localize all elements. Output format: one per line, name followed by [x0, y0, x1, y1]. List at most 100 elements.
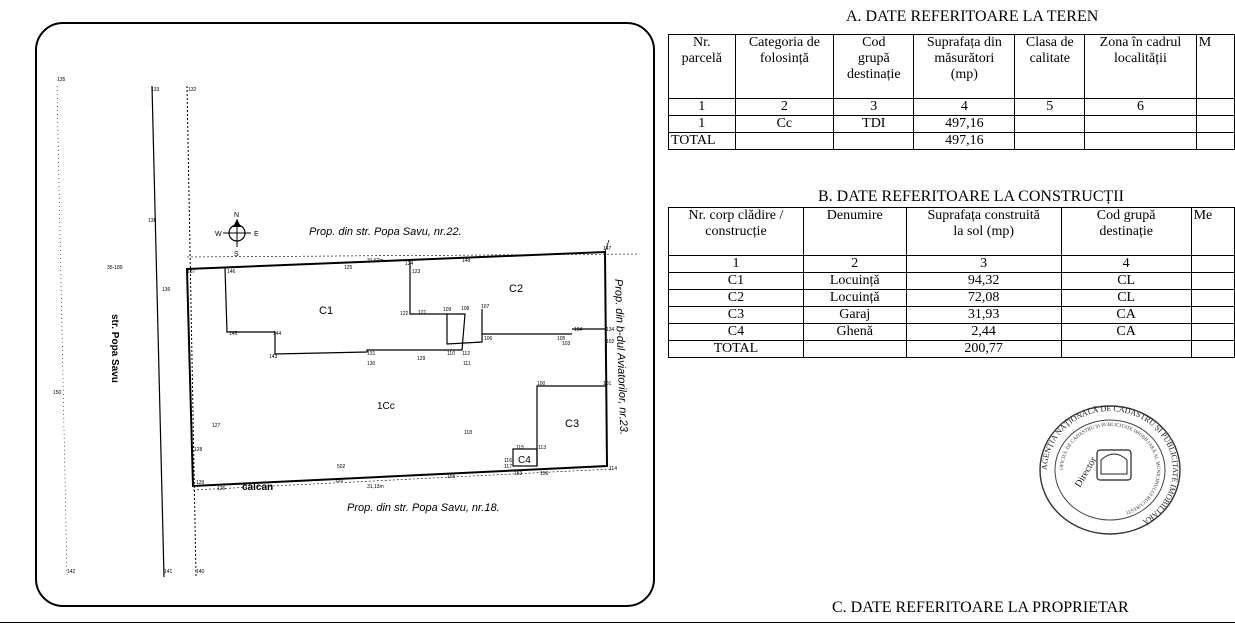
point-136: 136	[162, 287, 171, 293]
stamp-emblem-icon	[1096, 449, 1132, 481]
cell: TOTAL	[668, 132, 736, 150]
cell: C2	[668, 289, 804, 307]
th-nr-parcela: Nr. parcelă	[668, 34, 736, 99]
point-105: 105	[557, 336, 566, 342]
cell	[1190, 306, 1235, 324]
point-117: 117	[504, 464, 512, 470]
point-138: 138	[148, 218, 157, 224]
cell	[1195, 98, 1235, 116]
point-147: 147	[603, 246, 612, 252]
building-c1-outline	[224, 267, 466, 355]
cell: TOTAL	[668, 340, 804, 358]
point-502: 502	[337, 464, 346, 470]
point-123: 123	[412, 269, 421, 275]
th-m: M	[1195, 34, 1235, 99]
point-120: 120	[335, 478, 344, 484]
point-142: 142	[67, 569, 76, 575]
stamp-inner-text: OFICIUL DE CADASTRU ȘI PUBLICITATE IMOBI…	[1060, 423, 1160, 514]
cell: Ghenă	[802, 323, 907, 341]
compass-west: W	[215, 231, 222, 238]
table-row: C3 Garaj 31,93 CA	[668, 306, 1235, 324]
cell: 2	[734, 98, 835, 116]
table-constructii-total: TOTAL 200,77	[668, 340, 1235, 358]
cell	[734, 132, 835, 150]
point-109: 109	[443, 307, 452, 313]
table-constructii-index-row: 1 2 3 4	[668, 255, 1235, 273]
cell: CL	[1060, 289, 1192, 307]
point-102: 102	[606, 339, 615, 345]
cell: CA	[1060, 306, 1192, 324]
point-129: 129	[417, 356, 426, 362]
label-c4: C4	[518, 455, 531, 466]
point-153: 153	[514, 471, 523, 477]
label-c1: C1	[319, 305, 333, 317]
cell	[1014, 132, 1086, 150]
building-c4-outline	[512, 448, 538, 467]
section-c-title: C. DATE REFERITOARE LA PROPRIETAR	[832, 599, 1129, 616]
point-101: 101	[603, 381, 612, 387]
cell	[1014, 115, 1086, 133]
th-zona: Zona în cadrul localității	[1084, 34, 1197, 99]
building-c2-outline	[409, 259, 572, 345]
cell: Cc	[734, 115, 835, 133]
cell	[1060, 340, 1192, 358]
cell	[1195, 132, 1235, 150]
cell: 4	[913, 98, 1016, 116]
cell: 1	[668, 98, 736, 116]
cell	[833, 132, 915, 150]
cell: 497,16	[913, 115, 1016, 133]
label-neighbor-top: Prop. din str. Popa Savu, nr.22.	[309, 226, 462, 238]
plan-drawing: N S W E Prop. din str. Popa Savu, nr.22.…	[53, 77, 638, 578]
label-dim-top: 31,62m	[367, 258, 384, 264]
cell: C3	[668, 306, 804, 324]
th-clasa: Clasa de calitate	[1014, 34, 1086, 99]
cadastral-plan: N S W E Prop. din str. Popa Savu, nr.22.…	[35, 22, 655, 607]
point-116: 116	[504, 458, 512, 464]
cell: 31,93	[905, 306, 1062, 324]
cell: 4	[1060, 255, 1192, 273]
point-143: 143	[269, 354, 278, 360]
cell	[802, 340, 907, 358]
th-me: Me	[1190, 207, 1235, 256]
point-104: 104	[574, 327, 583, 333]
th-suprafata: Suprafața din măsurători (mp)	[913, 34, 1016, 99]
section-a-title: A. DATE REFERITOARE LA TEREN	[846, 8, 1099, 25]
point-150: 150	[53, 390, 62, 396]
cell	[1190, 323, 1235, 341]
point-155: 155	[447, 474, 456, 480]
cell: 72,08	[905, 289, 1062, 307]
th-nr-corp: Nr. corp clădire / construcție	[668, 207, 804, 256]
street-line-right	[186, 85, 197, 578]
point-135: 135	[57, 77, 66, 83]
point-144: 144	[273, 331, 282, 337]
point-145: 145	[229, 331, 238, 337]
stamp-center-text: Director	[1073, 455, 1100, 490]
cell: 1	[668, 115, 736, 133]
label-c3: C3	[565, 418, 579, 430]
cell	[1084, 132, 1197, 150]
cell: 3	[905, 255, 1062, 273]
cell: C1	[668, 272, 804, 290]
corner-tick	[604, 239, 610, 253]
cell: C4	[668, 323, 804, 341]
table-teren-index-row: 1 2 3 4 5 6	[668, 98, 1235, 116]
label-street: str. Popa Savu	[109, 314, 120, 383]
street-line-left	[151, 85, 165, 578]
cell	[1190, 272, 1235, 290]
point-125: 125	[344, 265, 353, 271]
cell: 2	[802, 255, 907, 273]
cell: TDI	[833, 115, 915, 133]
cell: 6	[1084, 98, 1197, 116]
point-35-189: 35-189	[107, 265, 123, 271]
table-teren-header: Nr. parcelă Categoria de folosință Cod g…	[668, 34, 1235, 99]
dim-line-top	[186, 253, 638, 258]
table-constructii: Nr. corp clădire / construcție Denumire …	[668, 207, 1235, 358]
th-cod-grupa: Cod grupă destinație	[833, 34, 915, 99]
point-139: 139	[196, 480, 205, 486]
cell: 3	[833, 98, 915, 116]
point-111: 111	[463, 361, 471, 367]
compass-north: N	[234, 212, 239, 219]
point-115: 115	[516, 445, 524, 451]
street-line-far	[56, 85, 68, 578]
point-141: 141	[164, 569, 173, 575]
